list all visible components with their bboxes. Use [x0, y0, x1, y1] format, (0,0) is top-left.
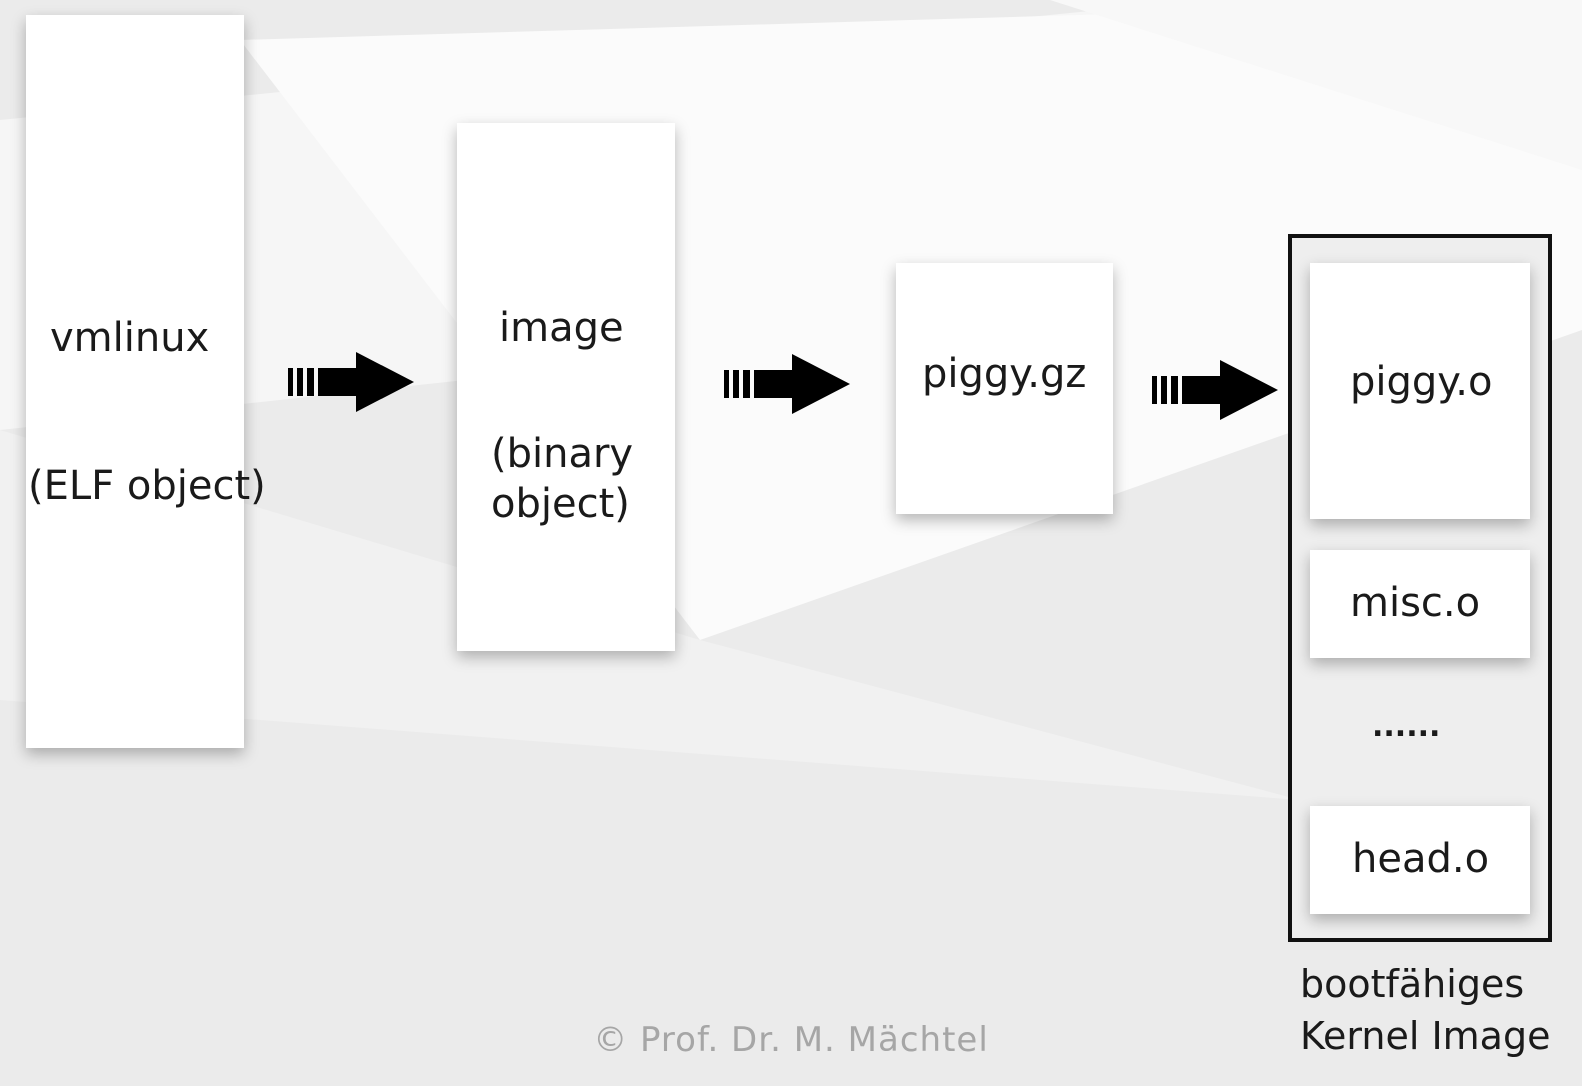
- arrow-right-icon: [1152, 360, 1278, 420]
- piggy-o-box: piggy.o: [1310, 263, 1530, 519]
- head-o-label: head.o: [1352, 836, 1490, 882]
- caption-line-2: Kernel Image: [1300, 1014, 1551, 1058]
- head-o-box: head.o: [1310, 806, 1530, 914]
- image-desc-line1: (binary: [491, 431, 634, 477]
- kernel-image-caption: bootfähiges Kernel Image: [1300, 958, 1550, 1062]
- image-desc-line2: object): [491, 481, 630, 527]
- vmlinux-label: vmlinux: [50, 315, 210, 361]
- copyright-footer: © Prof. Dr. M. Mächtel: [593, 1020, 989, 1060]
- image-box: image (binary object): [457, 123, 675, 651]
- misc-o-label: misc.o: [1350, 580, 1481, 626]
- piggy-gz-label: piggy.gz: [922, 351, 1087, 397]
- image-label: image: [499, 305, 624, 351]
- piggy-gz-box: piggy.gz: [896, 263, 1113, 514]
- vmlinux-box: vmlinux (ELF object): [26, 15, 266, 748]
- ellipsis-label: ......: [1372, 709, 1441, 744]
- arrow-right-icon: [288, 352, 414, 412]
- caption-line-1: bootfähiges: [1300, 962, 1525, 1006]
- piggy-o-label: piggy.o: [1350, 359, 1493, 405]
- misc-o-box: misc.o: [1310, 550, 1530, 658]
- arrow-right-icon: [724, 354, 850, 414]
- vmlinux-desc: (ELF object): [28, 463, 266, 509]
